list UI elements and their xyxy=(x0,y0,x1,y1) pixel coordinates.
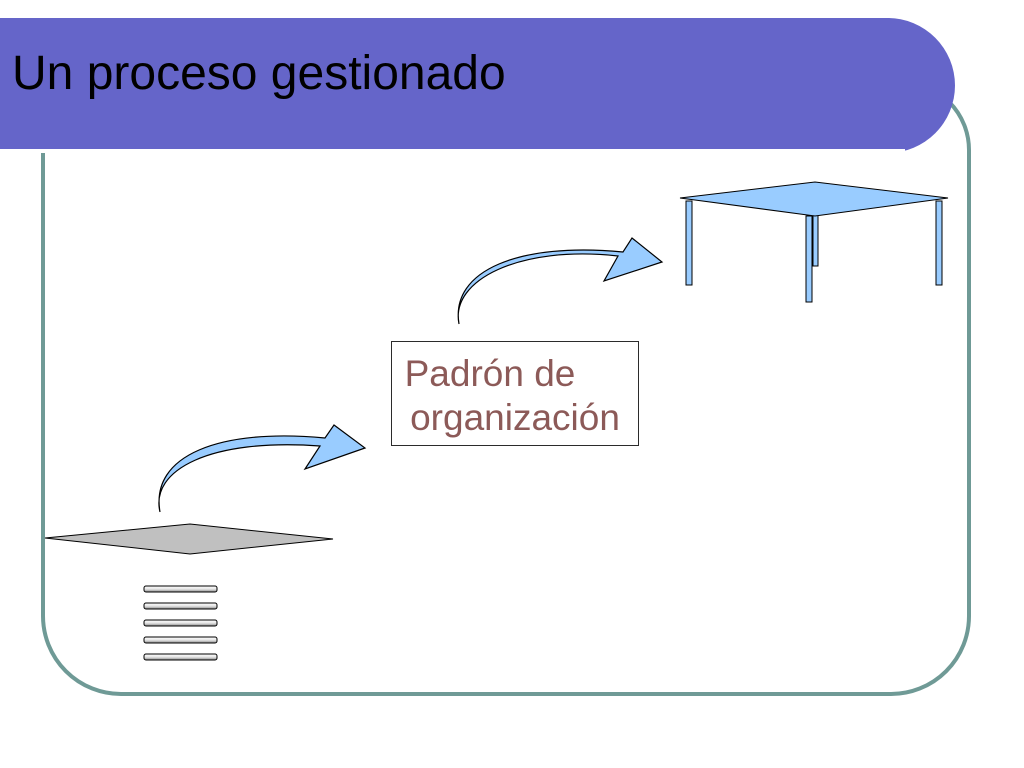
title-bar xyxy=(0,18,955,153)
label-line-1: Padrón de xyxy=(404,353,576,394)
curved-arrow-up-icon xyxy=(457,237,664,325)
stacked-planks-icon xyxy=(143,585,218,661)
title-underline xyxy=(0,149,905,153)
slide-title: Un proceso gestionado xyxy=(12,47,506,100)
base-platform-icon xyxy=(44,523,334,555)
label-line-2: organización xyxy=(410,397,620,438)
curved-arrow-up-icon xyxy=(158,424,367,513)
table-icon xyxy=(679,181,949,303)
organization-pattern-box: Padrón de organización xyxy=(391,341,639,446)
